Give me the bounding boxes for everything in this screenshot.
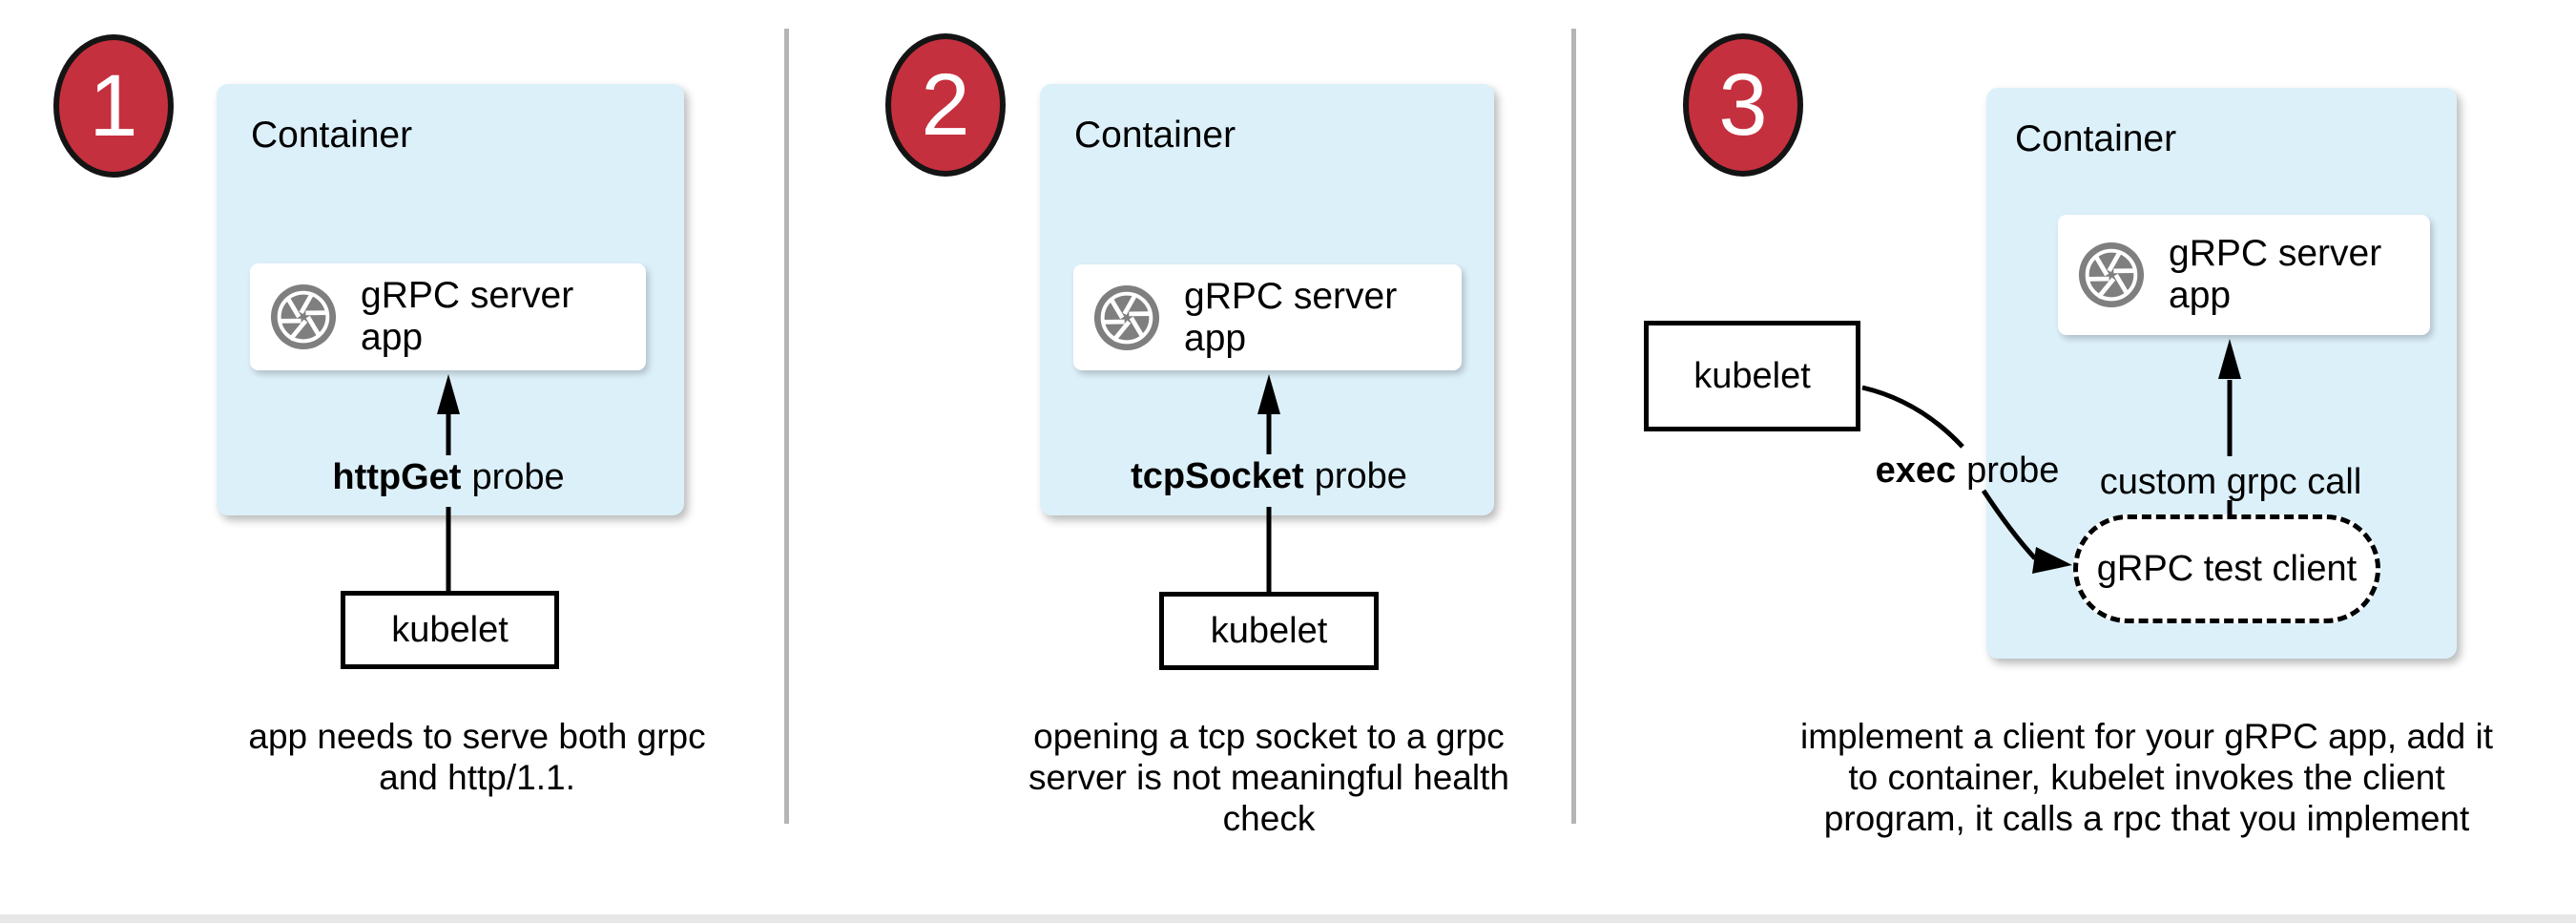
aperture-icon: [2075, 239, 2148, 311]
kubelet-box: kubelet: [1159, 592, 1379, 670]
container-label: Container: [251, 115, 413, 156]
step-1-badge: 1: [53, 34, 174, 178]
grpc-test-client-box: gRPC test client: [2073, 514, 2380, 623]
step-3-badge: 3: [1683, 33, 1803, 177]
panel-divider: [1571, 29, 1576, 824]
aperture-icon: [267, 281, 340, 353]
grpc-server-app-box: gRPC server app: [2058, 215, 2430, 335]
grpc-server-app-label: gRPC server app: [1184, 275, 1398, 359]
custom-grpc-call-label: custom grpc call: [2099, 462, 2362, 502]
caption: implement a client for your gRPC app, ad…: [1800, 717, 2493, 838]
kubelet-box: kubelet: [1644, 321, 1860, 431]
window-edge: [0, 914, 2576, 923]
container-label: Container: [1074, 115, 1236, 156]
probe-type: exec: [1875, 451, 1957, 491]
probe-type: tcpSocket: [1131, 456, 1304, 496]
grpc-server-app-box: gRPC server app: [250, 263, 646, 370]
panel-divider: [784, 29, 789, 824]
kubelet-box: kubelet: [341, 591, 559, 669]
grpc-server-app-label: gRPC server app: [2169, 233, 2382, 316]
grpc-server-app-box: gRPC server app: [1073, 264, 1462, 370]
step-2-badge: 2: [885, 33, 1006, 177]
caption: app needs to serve both grpc and http/1.…: [248, 717, 706, 797]
grpc-server-app-label: gRPC server app: [361, 275, 574, 358]
caption: opening a tcp socket to a grpc server is…: [1028, 717, 1509, 838]
container-label: Container: [2015, 118, 2177, 159]
probe-type: httpGet: [332, 457, 462, 497]
aperture-icon: [1091, 282, 1163, 354]
